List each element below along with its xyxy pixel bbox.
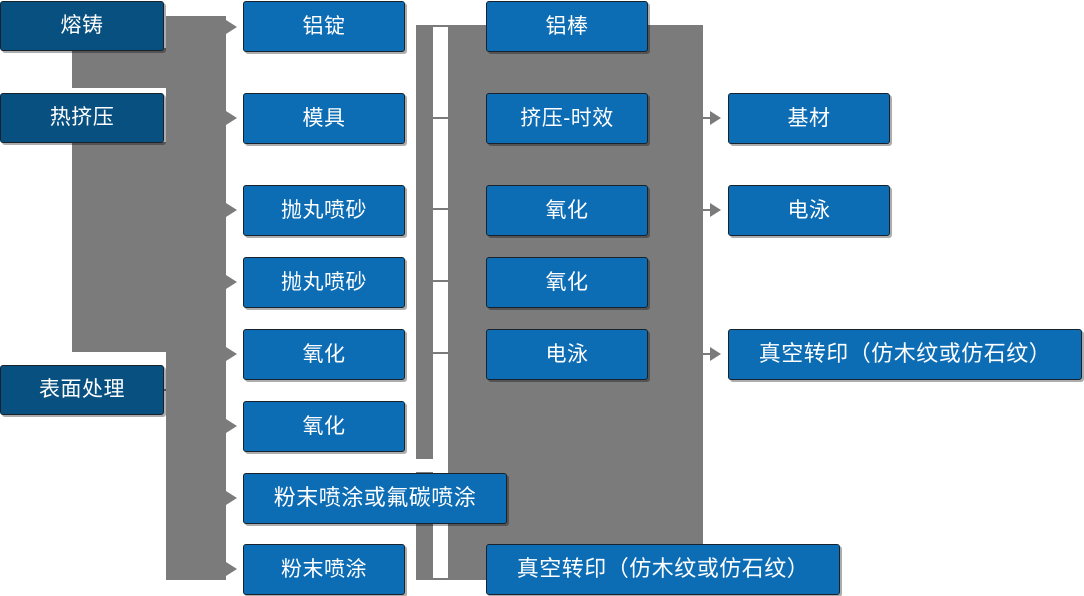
process-node-label: 铝棒	[545, 14, 589, 38]
process-node-oxidation-1[interactable]: 氧化	[486, 185, 648, 236]
process-node-label: 氧化	[545, 198, 589, 222]
output-node-vacuum-transfer-print[interactable]: 真空转印（仿木纹或仿石纹）	[728, 329, 1082, 380]
input-node-label: 氧化	[302, 414, 346, 438]
connector-arrow-to-input-8	[226, 562, 237, 576]
connector-input-trunk	[166, 16, 226, 580]
input-node-powder-or-fluorocarbon-coating[interactable]: 粉末喷涂或氟碳喷涂	[243, 473, 507, 524]
connector-arrow-to-input-7	[226, 491, 237, 505]
process-node-electrophoresis[interactable]: 电泳	[486, 329, 648, 380]
process-node-label: 氧化	[545, 270, 589, 294]
connector-arrow-to-input-1	[226, 20, 237, 34]
connector-arrow-to-input-2	[226, 111, 237, 125]
input-node-label: 粉末喷涂或氟碳喷涂	[273, 485, 477, 511]
connector-arrow-to-output-3	[710, 347, 721, 361]
connector-arrow-to-input-4	[226, 275, 237, 289]
connector-arrow-to-input-5	[226, 347, 237, 361]
output-node-label: 基材	[787, 106, 831, 130]
process-node-label: 挤压-时效	[520, 106, 614, 130]
connector-arrow-to-input-3	[226, 203, 237, 217]
process-node-label: 电泳	[545, 342, 589, 366]
input-node-shot-blasting-2[interactable]: 抛丸喷砂	[243, 257, 405, 308]
input-node-powder-coating[interactable]: 粉末喷涂	[243, 544, 405, 595]
input-node-oxidation-1[interactable]: 氧化	[243, 329, 405, 380]
connector-rung-4	[433, 280, 448, 282]
connector-rung-6	[433, 578, 448, 580]
stage-node-melting-casting[interactable]: 熔铸	[0, 1, 164, 51]
output-node-substrate[interactable]: 基材	[728, 93, 890, 144]
process-node-vacuum-transfer-print[interactable]: 真空转印（仿木纹或仿石纹）	[486, 544, 840, 595]
input-node-label: 铝锭	[302, 14, 346, 38]
connector-stage-arrow-down-1	[72, 72, 90, 83]
process-node-extrusion-aging[interactable]: 挤压-时效	[486, 93, 648, 144]
input-node-aluminum-ingot[interactable]: 铝锭	[243, 1, 405, 52]
process-node-aluminum-bar[interactable]: 铝棒	[486, 1, 648, 52]
connector-rung-3	[433, 208, 448, 210]
connector-process-bar-left-upper	[416, 25, 433, 459]
output-node-electrophoresis[interactable]: 电泳	[728, 185, 890, 236]
input-node-label: 模具	[302, 106, 346, 130]
output-node-label: 真空转印（仿木纹或仿石纹）	[758, 341, 1052, 367]
connector-rung-1	[433, 25, 448, 27]
input-node-shot-blasting-1[interactable]: 抛丸喷砂	[243, 185, 405, 236]
connector-arrow-to-output-1	[710, 111, 721, 125]
connector-rung-5	[433, 352, 448, 354]
input-node-label: 抛丸喷砂	[281, 270, 367, 294]
connector-rung-2	[433, 117, 448, 119]
stage-node-label: 热挤压	[49, 106, 115, 130]
input-node-label: 氧化	[302, 342, 346, 366]
stage-node-label: 熔铸	[60, 14, 104, 38]
input-node-oxidation-2[interactable]: 氧化	[243, 401, 405, 452]
connector-stage3-stub	[164, 389, 188, 391]
input-node-label: 抛丸喷砂	[281, 198, 367, 222]
process-node-oxidation-2[interactable]: 氧化	[486, 257, 648, 308]
stage-node-surface-treatment[interactable]: 表面处理	[0, 365, 164, 415]
stage-node-hot-extrusion[interactable]: 热挤压	[0, 93, 164, 143]
connector-arrow-to-output-2	[710, 203, 721, 217]
connector-arrow-to-input-6	[226, 419, 237, 433]
input-node-mold[interactable]: 模具	[243, 93, 405, 144]
connector-stage-arrow-down-2	[72, 336, 90, 347]
input-node-label: 粉末喷涂	[281, 557, 367, 581]
process-node-label: 真空转印（仿木纹或仿石纹）	[516, 556, 810, 582]
output-node-label: 电泳	[787, 198, 831, 222]
stage-node-label: 表面处理	[39, 378, 125, 402]
